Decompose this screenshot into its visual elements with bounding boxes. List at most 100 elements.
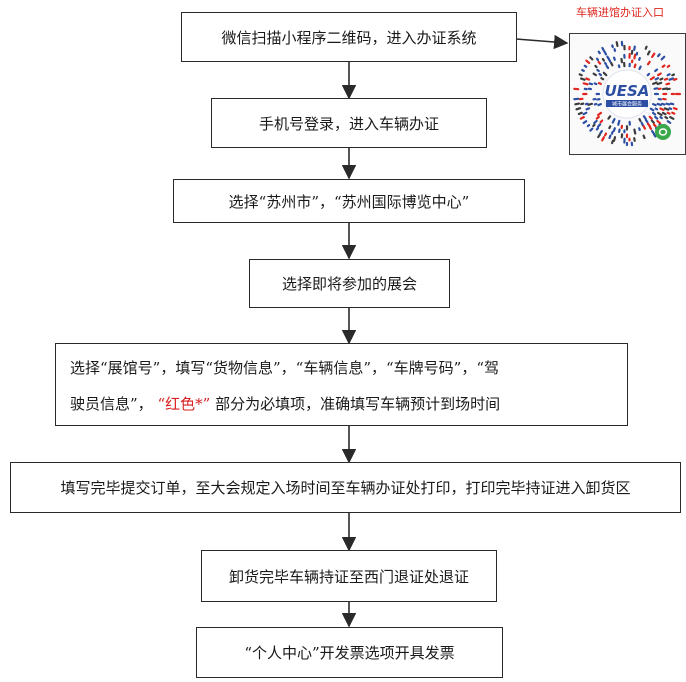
qr-dot xyxy=(651,111,657,116)
qr-dot xyxy=(672,107,678,111)
qr-dot xyxy=(593,102,598,106)
qr-dot xyxy=(594,64,598,69)
qr-logo-subtext: 城市展会服务 xyxy=(612,101,642,108)
mini-program-qr-code[interactable]: UESA 城市展会服务 xyxy=(569,33,686,155)
qr-dot xyxy=(651,129,656,135)
qr-dot xyxy=(653,87,659,90)
qr-dot xyxy=(585,59,591,65)
qr-dot xyxy=(644,45,648,50)
qr-dot xyxy=(620,57,624,64)
qr-dot xyxy=(657,72,662,77)
qr-dot xyxy=(603,61,608,66)
qr-dot xyxy=(583,64,588,68)
qr-dot xyxy=(595,115,600,120)
qr-dot xyxy=(608,134,612,140)
qr-dot xyxy=(595,57,600,61)
qr-dot xyxy=(592,72,597,77)
step-invoice-text: “个人中心”开发票选项开具发票 xyxy=(244,644,455,662)
qr-dot xyxy=(610,61,614,67)
qr-dot xyxy=(633,53,637,60)
qr-caption: 车辆进馆办证入口 xyxy=(576,6,664,19)
qr-dot xyxy=(593,119,598,125)
qr-dot xyxy=(599,129,603,135)
qr-dot xyxy=(601,46,606,52)
qr-dot xyxy=(652,103,657,107)
qr-dot xyxy=(617,119,621,126)
qr-dot xyxy=(654,77,660,81)
qr-dot xyxy=(665,82,671,86)
step-fill-info-line2-post: 部分为必填项，准确填写车辆预计到场时间 xyxy=(215,395,501,413)
step-submit-order-text: 填写完毕提交订单，至大会规定入场时间至车辆办证处打印，打印完毕持证进入卸货区 xyxy=(60,479,631,497)
qr-dot xyxy=(602,71,608,77)
qr-dot xyxy=(646,50,651,56)
qr-dot xyxy=(587,102,594,106)
step-select-exhibition-text: 选择即将参加的展会 xyxy=(281,275,417,293)
qr-dot xyxy=(615,41,619,48)
qr-dot xyxy=(671,73,676,77)
qr-dot xyxy=(654,107,659,111)
qr-dot xyxy=(656,53,661,58)
qr-dot xyxy=(579,115,585,120)
qr-dot xyxy=(597,123,602,128)
step-invoice-box: “个人中心”开发票选项开具发票 xyxy=(196,627,503,678)
qr-dot xyxy=(671,111,676,115)
qr-dot xyxy=(666,64,671,68)
qr-dot xyxy=(646,72,651,77)
qr-dot xyxy=(593,82,598,86)
step-submit-order-box: 填写完毕提交订单，至大会规定入场时间至车辆办证处打印，打印完毕持证进入卸货区 xyxy=(10,462,681,513)
qr-dot xyxy=(633,45,636,51)
step-fill-info-line2-pre: 驶员信息”， xyxy=(70,395,153,413)
qr-dot xyxy=(585,107,591,111)
qr-dot xyxy=(611,117,616,124)
step-return-pass-box: 卸货完毕车辆持证至西门退证处退证 xyxy=(201,550,497,602)
qr-dot xyxy=(578,73,583,77)
qr-dot xyxy=(646,60,651,66)
qr-dot xyxy=(649,76,656,81)
qr-dot xyxy=(663,107,670,111)
qr-dot xyxy=(669,102,675,106)
qr-dot xyxy=(600,77,605,81)
qr-dot xyxy=(656,81,663,86)
qr-dot xyxy=(582,82,589,86)
qr-dot xyxy=(668,107,673,110)
qr-dot xyxy=(595,127,600,131)
qr-dot xyxy=(597,103,602,107)
qr-dot xyxy=(598,72,603,77)
qr-dot xyxy=(650,119,655,124)
qr-dot xyxy=(653,133,657,138)
qr-dot xyxy=(638,117,642,123)
qr-dot xyxy=(661,64,666,68)
qr-dot xyxy=(660,102,666,106)
qr-dot xyxy=(601,136,606,142)
qr-dot xyxy=(652,81,658,85)
qr-dot xyxy=(612,127,616,133)
arrow-to-qr xyxy=(515,34,569,50)
qr-dot xyxy=(582,111,588,116)
qr-dot xyxy=(642,134,646,140)
qr-dot xyxy=(656,102,662,107)
qr-dot xyxy=(574,102,581,106)
step-fill-info-line2: 驶员信息”， “红色*” 部分为必填项，准确填写车辆预计到场时间 xyxy=(70,386,613,422)
qr-dot xyxy=(646,122,652,128)
step-phone-login-box: 手机号登录，进入车辆办证 xyxy=(211,98,487,148)
qr-dot xyxy=(607,57,612,63)
qr-dot xyxy=(656,119,662,125)
qr-dot xyxy=(596,111,603,117)
qr-dot xyxy=(648,126,653,130)
step-fill-info-line1: 选择“展馆号”，填写“货物信息”，“车辆信息”，“车牌号码”，“驾 xyxy=(70,359,500,377)
qr-dot xyxy=(589,127,594,132)
qr-dot xyxy=(649,107,655,112)
qr-dot xyxy=(605,64,610,70)
qr-dot xyxy=(666,73,671,77)
step-select-city-text: 选择“苏州市”，“苏州国际博览中心” xyxy=(228,192,470,211)
qr-dot xyxy=(665,102,671,106)
qr-dot xyxy=(659,107,665,111)
qr-dot xyxy=(589,56,594,61)
qr-dot xyxy=(606,55,610,60)
qr-dot xyxy=(597,82,602,85)
qr-dot xyxy=(661,111,667,116)
qr-dot xyxy=(648,115,653,120)
qr-code-graphic: UESA 城市展会服务 xyxy=(573,40,682,147)
qr-dot xyxy=(611,139,614,145)
qr-dot xyxy=(663,77,669,81)
